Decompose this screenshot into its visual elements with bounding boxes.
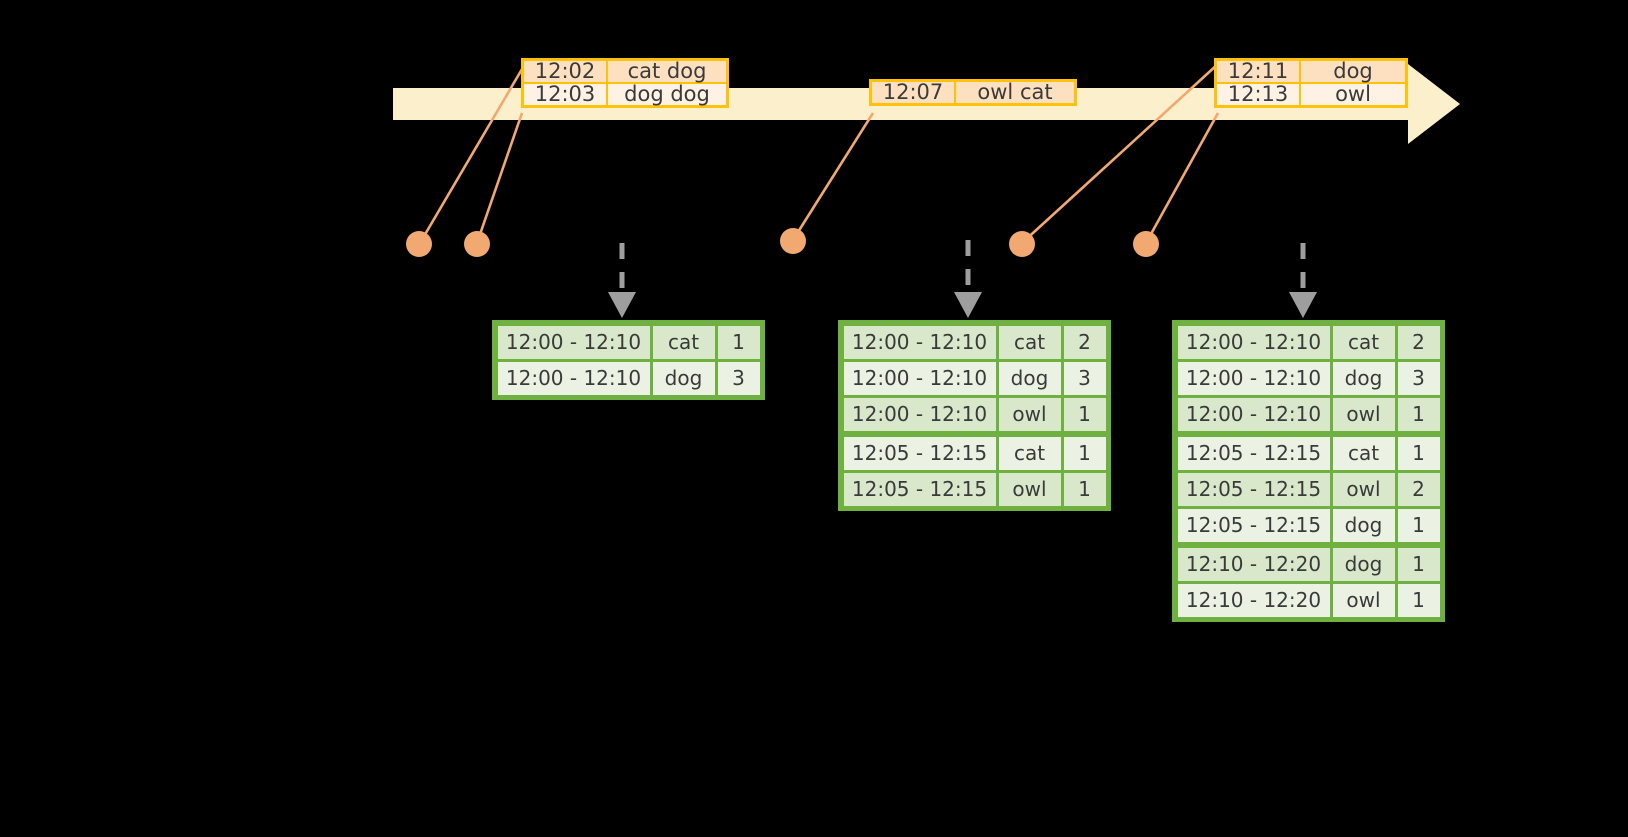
cell-count: 1 (717, 325, 760, 359)
dashed-arrow-head-3 (1289, 292, 1317, 318)
timeline-event-group-3[interactable]: 12:11 dog 12:13 owl (1214, 58, 1408, 108)
cell-window: 12:00 - 12:10 (1177, 397, 1330, 431)
table-row[interactable]: 12:05 - 12:15 cat 1 (1176, 435, 1441, 471)
event-dots (406, 228, 1159, 257)
table-row[interactable]: 12:05 - 12:15 cat 1 (842, 435, 1107, 471)
cell-word: dog (652, 361, 715, 395)
cell-count: 1 (1397, 547, 1440, 581)
table-row[interactable]: 12:00 - 12:10 cat 2 (842, 324, 1107, 360)
result-table-1[interactable]: 12:00 - 12:10 cat 1 12:00 - 12:10 dog 3 (492, 320, 765, 400)
cell-count: 1 (1397, 436, 1440, 470)
event-dot-1 (406, 231, 432, 257)
cell-count: 1 (1063, 472, 1106, 506)
table-row[interactable]: 12:10 - 12:20 dog 1 (1176, 546, 1441, 582)
table-row[interactable]: 12:05 - 12:15 owl 1 (842, 471, 1107, 507)
cell-count: 1 (1063, 436, 1106, 470)
event-dot-2 (464, 231, 490, 257)
cell-window: 12:00 - 12:10 (497, 325, 650, 359)
table-row[interactable]: 12:00 - 12:10 owl 1 (1176, 396, 1441, 435)
connector-line-3 (791, 112, 875, 241)
event-words: owl cat (956, 82, 1074, 103)
event-time: 12:13 (1217, 84, 1301, 105)
cell-window: 12:05 - 12:15 (843, 436, 996, 470)
cell-word: cat (1332, 325, 1395, 359)
timeline-event-group-1[interactable]: 12:02 cat dog 12:03 dog dog (521, 58, 729, 108)
cell-count: 1 (1397, 397, 1440, 431)
cell-word: cat (652, 325, 715, 359)
event-time: 12:11 (1217, 61, 1301, 82)
connector-line-2 (475, 112, 524, 244)
cell-window: 12:00 - 12:10 (843, 397, 996, 431)
dashed-arrow-head-1 (608, 292, 636, 318)
event-time: 12:03 (524, 84, 608, 105)
cell-window: 12:05 - 12:15 (1177, 508, 1330, 542)
cell-word: owl (998, 397, 1061, 431)
cell-word: cat (998, 436, 1061, 470)
cell-word: dog (1332, 361, 1395, 395)
table-row[interactable]: 12:00 - 12:10 dog 3 (496, 360, 761, 396)
table-row[interactable]: 12:05 - 12:15 dog 1 (1176, 507, 1441, 546)
cell-count: 2 (1397, 472, 1440, 506)
result-table-2[interactable]: 12:00 - 12:10 cat 2 12:00 - 12:10 dog 3 … (838, 320, 1111, 511)
cell-word: owl (1332, 472, 1395, 506)
cell-word: dog (998, 361, 1061, 395)
cell-window: 12:05 - 12:15 (1177, 436, 1330, 470)
table-row[interactable]: 12:00 - 12:10 dog 3 (1176, 360, 1441, 396)
cell-window: 12:00 - 12:10 (497, 361, 650, 395)
event-words: owl (1301, 84, 1405, 105)
timeline-event-row[interactable]: 12:07 owl cat (872, 82, 1074, 103)
event-time: 12:07 (872, 82, 956, 103)
table-row[interactable]: 12:00 - 12:10 dog 3 (842, 360, 1107, 396)
cell-window: 12:10 - 12:20 (1177, 547, 1330, 581)
timeline-event-row[interactable]: 12:02 cat dog (524, 61, 726, 82)
cell-word: dog (1332, 547, 1395, 581)
cell-word: cat (1332, 436, 1395, 470)
timeline-event-group-2[interactable]: 12:07 owl cat (869, 79, 1077, 106)
cell-word: owl (1332, 397, 1395, 431)
connector-line-1 (418, 63, 527, 244)
cell-count: 3 (717, 361, 760, 395)
cell-window: 12:00 - 12:10 (843, 325, 996, 359)
timeline-event-row[interactable]: 12:03 dog dog (524, 82, 726, 105)
cell-word: cat (998, 325, 1061, 359)
event-time: 12:02 (524, 61, 608, 82)
cell-window: 12:00 - 12:10 (843, 361, 996, 395)
event-dot-3 (780, 228, 806, 254)
cell-word: owl (1332, 583, 1395, 617)
event-dot-5 (1133, 231, 1159, 257)
cell-window: 12:05 - 12:15 (843, 472, 996, 506)
cell-count: 1 (1397, 583, 1440, 617)
cell-window: 12:00 - 12:10 (1177, 325, 1330, 359)
cell-window: 12:10 - 12:20 (1177, 583, 1330, 617)
cell-count: 2 (1397, 325, 1440, 359)
connector-line-5 (1144, 112, 1220, 244)
cell-count: 1 (1397, 508, 1440, 542)
cell-count: 1 (1063, 397, 1106, 431)
cell-count: 2 (1063, 325, 1106, 359)
cell-window: 12:00 - 12:10 (1177, 361, 1330, 395)
cell-word: dog (1332, 508, 1395, 542)
dashed-arrow-heads (608, 292, 1317, 318)
table-row[interactable]: 12:05 - 12:15 owl 2 (1176, 471, 1441, 507)
event-words: dog dog (608, 84, 726, 105)
timeline-event-row[interactable]: 12:13 owl (1217, 82, 1405, 105)
cell-word: owl (998, 472, 1061, 506)
table-row[interactable]: 12:00 - 12:10 cat 1 (496, 324, 761, 360)
table-row[interactable]: 12:10 - 12:20 owl 1 (1176, 582, 1441, 618)
dashed-arrows (619, 240, 1306, 295)
table-row[interactable]: 12:00 - 12:10 cat 2 (1176, 324, 1441, 360)
event-words: dog (1301, 61, 1405, 82)
event-dot-4 (1009, 231, 1035, 257)
result-table-3[interactable]: 12:00 - 12:10 cat 2 12:00 - 12:10 dog 3 … (1172, 320, 1445, 622)
timeline-event-row[interactable]: 12:11 dog (1217, 61, 1405, 82)
cell-window: 12:05 - 12:15 (1177, 472, 1330, 506)
cell-count: 3 (1063, 361, 1106, 395)
table-row[interactable]: 12:00 - 12:10 owl 1 (842, 396, 1107, 435)
dashed-arrow-head-2 (954, 292, 982, 318)
event-words: cat dog (608, 61, 726, 82)
cell-count: 3 (1397, 361, 1440, 395)
